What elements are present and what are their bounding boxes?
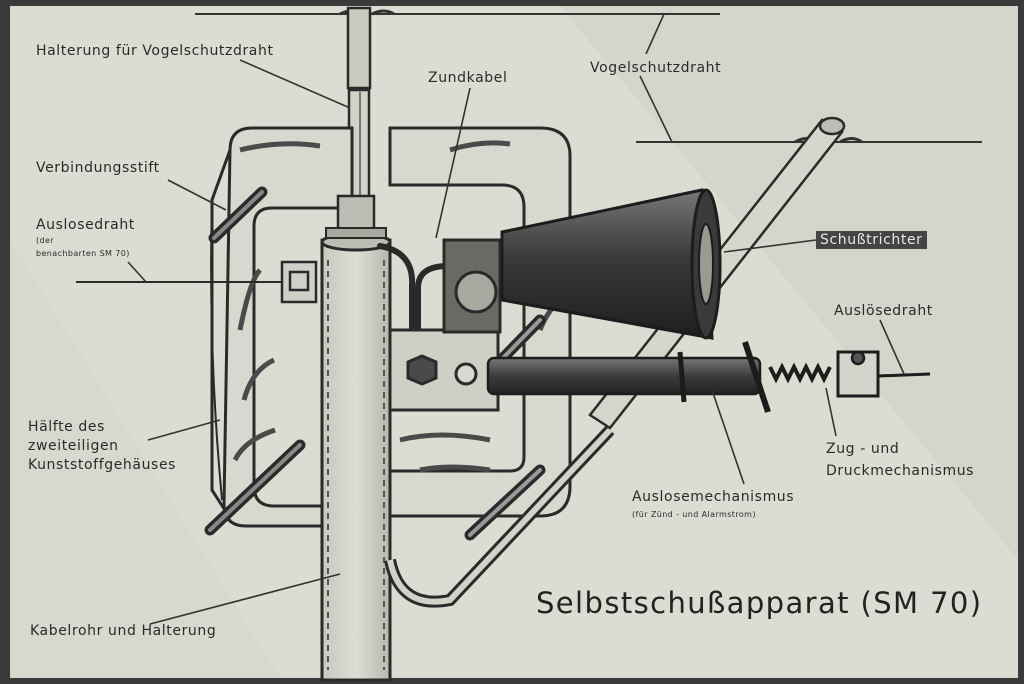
label-auslosedraht-left-note2: benachbarten SM 70)	[36, 249, 130, 258]
label-auslosemechanismus: Auslosemechanismus	[632, 489, 795, 505]
trigger-mechanism	[486, 341, 931, 413]
label-vogelschutzdraht: Vogelschutzdraht	[590, 60, 722, 76]
label-kabelrohr: Kabelrohr und Halterung	[30, 623, 217, 639]
ignition-cable	[377, 243, 451, 341]
cable-pipe	[280, 194, 615, 682]
label-zug-2: Druckmechanismus	[826, 463, 975, 479]
label-halfte-1: Hälfte des	[28, 419, 106, 435]
wire-holder-pole	[346, 6, 372, 202]
label-halterung: Halterung für Vogelschutzdraht	[36, 43, 274, 59]
label-zug-1: Zug - und	[826, 441, 900, 457]
label-halfte-3: Kunststoffgehäuses	[28, 457, 177, 473]
label-zundkabel: Zundkabel	[428, 70, 508, 86]
label-halfte-2: zweiteiligen	[28, 438, 119, 454]
label-auslosedraht-left: Auslosedraht	[36, 217, 135, 233]
label-schusstrichter: Schußtrichter	[816, 231, 927, 249]
label-auslosedraht-left-note1: (der	[36, 236, 55, 245]
label-verbindungsstift: Verbindungsstift	[36, 160, 160, 176]
shot-cone	[500, 188, 722, 340]
leader-lines	[127, 13, 905, 625]
label-auslosedraht-right: Auslösedraht	[834, 303, 933, 319]
diagram-title: Selbstschußapparat (SM 70)	[536, 586, 983, 620]
label-auslosemechanismus-note: (für Zünd - und Alarmstrom)	[632, 510, 756, 519]
